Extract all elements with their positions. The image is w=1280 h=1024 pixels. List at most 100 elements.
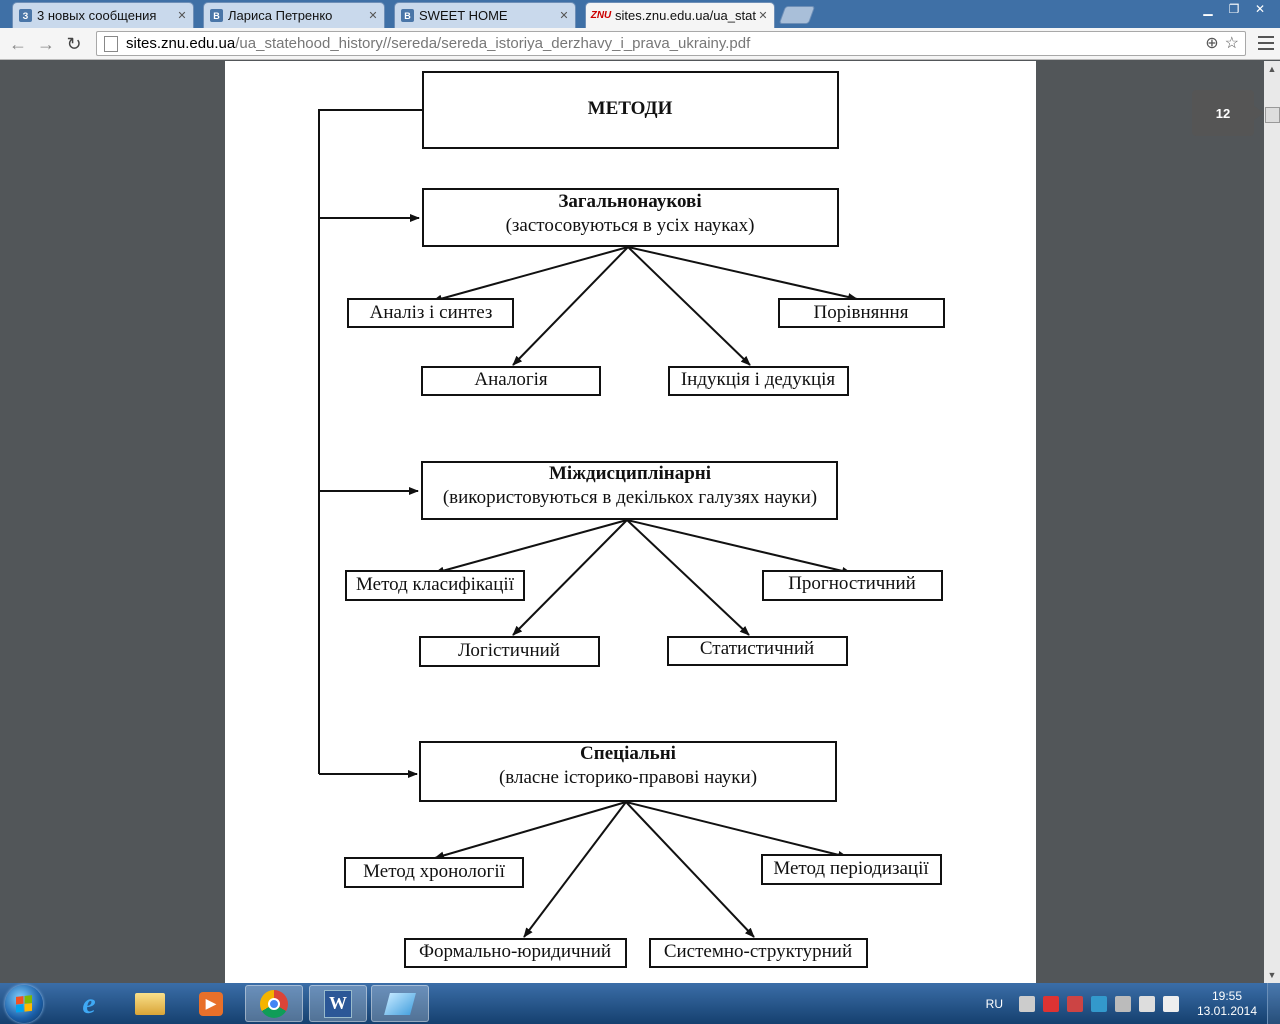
method-box: [667, 636, 848, 666]
start-button[interactable]: [5, 985, 43, 1023]
method-box: [345, 570, 525, 601]
arrow-general-analysis: [432, 246, 629, 303]
restore-icon[interactable]: ❐: [1228, 2, 1240, 16]
forward-icon[interactable]: →: [37, 33, 55, 54]
method-box: [344, 857, 524, 888]
tab-strip: З 3 новых сообщения ✕ В Лариса Петренко …: [0, 0, 1280, 28]
clock[interactable]: 19:55 13.01.2014: [1187, 989, 1267, 1019]
clock-date: 13.01.2014: [1196, 1003, 1258, 1018]
scroll-up-icon[interactable]: ▲: [1267, 64, 1277, 74]
arrow-inter-logistic: [512, 519, 628, 636]
root-box: [422, 71, 839, 149]
system-tray: RU 19:55 13.01.2014: [986, 983, 1280, 1024]
close-tab-icon[interactable]: ✕: [177, 10, 187, 22]
chrome-taskbar-button[interactable]: [245, 985, 303, 1022]
vk-favicon-icon: В: [401, 9, 414, 22]
method-box: [419, 636, 600, 667]
bookmark-star-icon[interactable]: ☆: [1224, 35, 1239, 52]
method-label: Метод хронології: [363, 861, 505, 882]
close-tab-icon[interactable]: ✕: [368, 10, 378, 22]
close-tab-icon[interactable]: ✕: [758, 10, 768, 22]
close-window-icon[interactable]: ✕: [1254, 2, 1266, 16]
arrow-inter-classification: [434, 519, 628, 575]
method-label: Формально-юридичний: [419, 941, 611, 962]
internet-explorer-icon: e: [82, 986, 96, 1020]
menu-icon[interactable]: [1258, 34, 1274, 52]
method-label: Метод класифікації: [356, 574, 515, 595]
media-player-taskbar-button[interactable]: ▶: [182, 985, 240, 1022]
group-subtitle: (використовуються в декількох галузях на…: [443, 487, 817, 508]
group-title: Спеціальні: [580, 743, 676, 764]
pdf-page: МЕТОДИ Загальнонаукові (застосовуються в…: [225, 61, 1036, 983]
new-tab-button[interactable]: [778, 6, 816, 24]
page-number-indicator: 12: [1192, 90, 1264, 136]
update-icon[interactable]: [1091, 995, 1107, 1012]
method-box: [668, 366, 849, 396]
arrow-general-comparison: [627, 246, 858, 301]
notes-icon: [384, 992, 416, 1015]
sound-muted-icon[interactable]: [1067, 995, 1083, 1012]
antivirus-icon[interactable]: [1043, 995, 1059, 1012]
tab-label: SWEET HOME: [419, 8, 508, 23]
url-host: sites.znu.edu.ua: [126, 35, 236, 52]
group-general-box: [422, 188, 839, 247]
vk-favicon-icon: В: [210, 9, 223, 22]
group-subtitle: (застосовуються в усіх науках): [506, 215, 755, 236]
camera-icon[interactable]: [1019, 995, 1035, 1012]
notes-taskbar-button[interactable]: [371, 985, 429, 1022]
taskbar: e ▶ W RU 19:55 13.01.2014: [0, 983, 1280, 1024]
zoom-icon[interactable]: ⊕: [1205, 35, 1219, 52]
back-icon[interactable]: ←: [9, 33, 27, 54]
group-subtitle: (власне історико-правові науки): [499, 767, 757, 788]
group-special-box: [419, 741, 837, 802]
minimize-icon[interactable]: ▁: [1203, 2, 1213, 16]
arrow-general-induction: [627, 246, 751, 366]
arrow-inter-prognostic: [626, 519, 852, 575]
method-label: Аналогія: [474, 369, 548, 390]
network-error-icon[interactable]: [1115, 995, 1131, 1012]
reload-icon[interactable]: ↻: [66, 33, 82, 54]
method-box: [761, 854, 942, 885]
arrow-special-periodization: [625, 801, 848, 859]
chrome-icon: [260, 989, 288, 1018]
arrow-inter-statistic: [626, 519, 750, 636]
method-label: Порівняння: [814, 302, 909, 323]
group-interdisciplinary-box: [421, 461, 838, 520]
tab-znu-pdf[interactable]: ZNU sites.znu.edu.ua/ua_stateh ✕: [585, 2, 775, 28]
folder-icon: [135, 992, 165, 1015]
method-box: [347, 298, 514, 328]
arrow-general-analogy: [512, 246, 629, 366]
root-title: МЕТОДИ: [588, 98, 673, 119]
scroll-down-icon[interactable]: ▼: [1267, 970, 1277, 980]
znu-favicon-icon: ZNU: [590, 10, 612, 21]
volume-icon[interactable]: [1163, 995, 1179, 1012]
clock-time: 19:55: [1211, 988, 1243, 1003]
group-title: Міждисциплінарні: [549, 463, 711, 484]
show-desktop-button[interactable]: [1267, 983, 1280, 1024]
address-bar[interactable]: sites.znu.edu.ua/ua_statehood_history//s…: [96, 31, 1246, 56]
method-box: [421, 366, 601, 396]
arrow-special-formal: [523, 801, 627, 938]
method-label: Метод періодизації: [773, 858, 929, 879]
method-label: Логістичний: [458, 640, 560, 661]
vertical-scrollbar[interactable]: ▲ ▼: [1264, 61, 1280, 983]
method-label: Індукція і дедукція: [681, 369, 836, 390]
group-title: Загальнонаукові: [558, 191, 701, 212]
method-box: [762, 570, 943, 601]
method-label: Системно-структурний: [664, 941, 852, 962]
window-controls: ▁ ❐ ✕: [1196, 0, 1272, 18]
action-center-icon[interactable]: [1139, 995, 1155, 1012]
close-tab-icon[interactable]: ✕: [559, 10, 569, 22]
language-indicator[interactable]: RU: [985, 996, 1003, 1011]
method-label: Статистичний: [700, 638, 814, 659]
word-taskbar-button[interactable]: W: [309, 985, 367, 1022]
word-icon: W: [324, 989, 352, 1018]
method-box: [404, 938, 627, 968]
explorer-taskbar-button[interactable]: [121, 985, 179, 1022]
ie-taskbar-button[interactable]: e: [60, 985, 118, 1022]
tab-sweet-home[interactable]: В SWEET HOME ✕: [394, 2, 576, 28]
browser-toolbar: ← → ↻ sites.znu.edu.ua/ua_statehood_hist…: [0, 28, 1280, 60]
tab-messages[interactable]: З 3 новых сообщения ✕: [12, 2, 194, 28]
tab-larisa[interactable]: В Лариса Петренко ✕: [203, 2, 385, 28]
scroll-thumb[interactable]: [1265, 107, 1280, 123]
